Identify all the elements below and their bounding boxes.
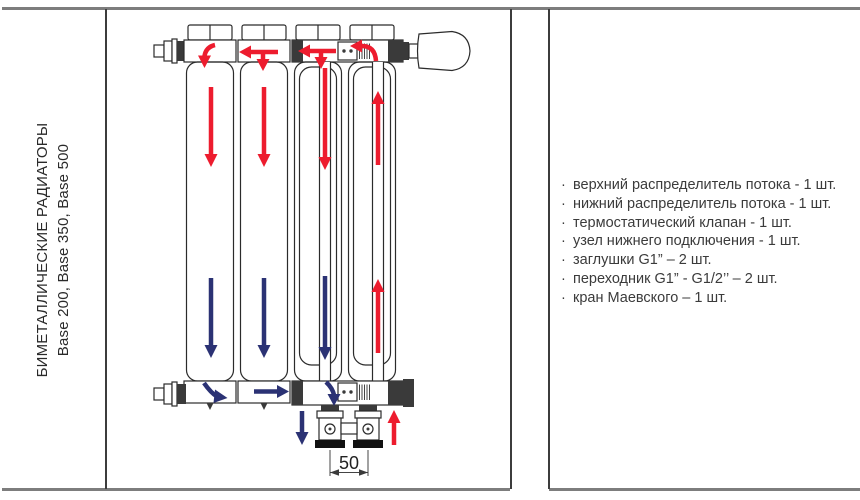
thermostatic-valve [337, 41, 370, 61]
series-label: БИМЕТАЛЛИЧЕСКИЕ РАДИАТОРЫ Base 200, Base… [32, 100, 74, 400]
part-name: переходник G1” - G1/2’’ – 2 шт. [573, 270, 778, 287]
return-flow-arrows [202, 276, 341, 445]
bullet-icon: · [561, 252, 566, 269]
thermostatic-head-icon [403, 30, 471, 72]
list-item: · нижний распределитель потока - 1 шт. [561, 195, 860, 214]
list-item: · переходник G1” - G1/2’’ – 2 шт. [561, 270, 860, 289]
dimension-50: 50 [329, 450, 369, 476]
column-divider-1 [105, 9, 107, 489]
bottom-plug-icon [153, 381, 186, 407]
top-border [2, 7, 860, 10]
parts-list-panel: · верхний распределитель потока - 1 шт. ·… [551, 8, 860, 490]
sidebar: БИМЕТАЛЛИЧЕСКИЕ РАДИАТОРЫ Base 200, Base… [0, 10, 106, 489]
bullet-icon: · [561, 270, 566, 287]
radiator-flow-diagram: 50 [153, 24, 471, 476]
part-name: верхний распределитель потока - 1 шт. [573, 177, 837, 193]
bullet-icon: · [561, 177, 566, 193]
list-item: · кран Маевского – 1 шт. [561, 289, 860, 308]
radiator-top-fins [187, 24, 395, 41]
part-name: заглушки G1” – 2 шт. [573, 252, 712, 269]
column-divider-3 [548, 9, 550, 489]
bullet-icon: · [561, 195, 566, 212]
bullet-icon: · [561, 289, 566, 306]
radiator-sections [185, 61, 397, 382]
list-item: · термостатический клапан - 1 шт. [561, 214, 860, 233]
supply-flow-arrows [198, 39, 401, 445]
list-item: · заглушки G1” – 2 шт. [561, 251, 860, 270]
series-models: Base 200, Base 350, Base 500 [55, 143, 72, 356]
part-name: термостатический клапан - 1 шт. [573, 214, 792, 231]
parts-list: · верхний распределитель потока - 1 шт. ·… [551, 8, 860, 308]
bottom-connection-pipes [315, 405, 383, 448]
air-vent-icon [153, 38, 186, 64]
part-name: кран Маевского – 1 шт. [573, 289, 728, 306]
radiator-diagram-panel: 50 [106, 8, 511, 490]
part-name: нижний распределитель потока - 1 шт. [573, 195, 832, 212]
dimension-label: 50 [339, 453, 359, 473]
list-item: · верхний распределитель потока - 1 шт. [561, 176, 860, 195]
part-name: узел нижнего подключения - 1 шт. [573, 233, 801, 250]
bullet-icon: · [561, 233, 566, 250]
list-item: · узел нижнего подключения - 1 шт. [561, 232, 860, 251]
bullet-icon: · [561, 214, 566, 231]
bottom-border-right [549, 488, 860, 491]
column-divider-2 [510, 9, 512, 489]
series-title: БИМЕТАЛЛИЧЕСКИЕ РАДИАТОРЫ [34, 122, 51, 377]
bottom-border-left [2, 488, 510, 491]
